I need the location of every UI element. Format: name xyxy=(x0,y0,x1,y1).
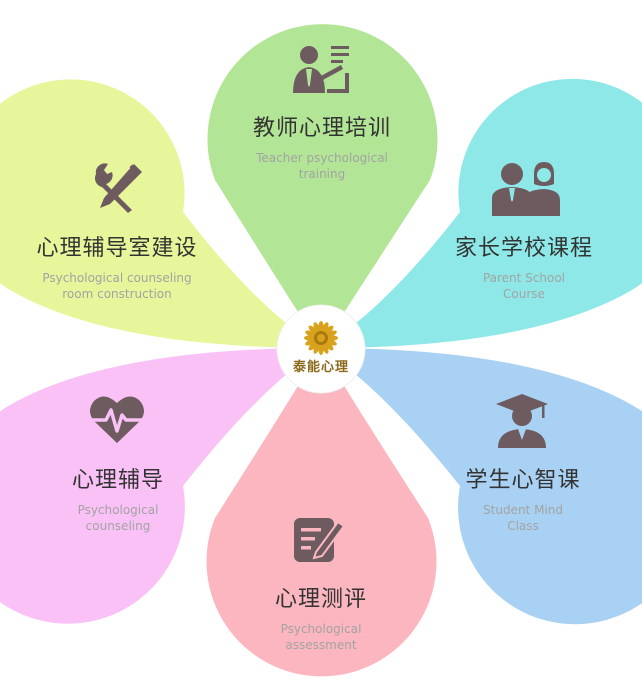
sunflower-petal xyxy=(324,341,334,351)
parents-couple-icon xyxy=(492,162,560,216)
petal-counseling-text: 心理辅导 Psychological counseling xyxy=(18,462,218,534)
assessment-subtitle-line1: Psychological xyxy=(280,622,362,636)
counseling-subtitle: Psychological counseling xyxy=(18,502,218,534)
sunflower-petal xyxy=(305,338,317,346)
parent-subtitle-line1: Parent School xyxy=(482,271,566,285)
petal-counseling xyxy=(0,348,321,624)
room-subtitle: Psychological counseling room constructi… xyxy=(14,270,220,302)
teacher-subtitle-line1: Teacher psychological xyxy=(256,151,388,165)
sunflower-petal xyxy=(321,322,329,334)
room-subtitle-line2: room construction xyxy=(62,287,172,301)
petal-parent-text: 家长学校课程 Parent School Course xyxy=(421,230,627,302)
sunflower-petal xyxy=(313,322,321,334)
teacher-subtitle-line2: training xyxy=(298,167,346,181)
petal-teacher-text: 教师心理培训 Teacher psychological training xyxy=(215,110,429,182)
room-subtitle-line1: Psychological counseling xyxy=(42,271,192,285)
petal-student-text: 学生心智课 Student Mind Class xyxy=(422,462,624,534)
petal-room-construction xyxy=(0,79,321,348)
petal-teacher-training xyxy=(207,24,438,348)
petal-assessment xyxy=(206,348,437,677)
petal-room-text: 心理辅导室建设 Psychological counseling room co… xyxy=(14,230,220,302)
parent-subtitle: Parent School Course xyxy=(421,270,627,302)
center-logo xyxy=(276,304,366,394)
edit-checklist-icon xyxy=(294,518,346,562)
counseling-title: 心理辅导 xyxy=(71,468,164,493)
sunflower-petal xyxy=(325,338,337,346)
parent-title: 家长学校课程 xyxy=(454,236,593,261)
center-logo-text: 泰能心理 xyxy=(292,360,349,375)
wrench-pencil-tools-icon xyxy=(94,163,142,213)
petal-parent-school xyxy=(321,78,642,348)
counseling-subtitle-line1: Psychological xyxy=(77,503,159,517)
sunflower-petal xyxy=(321,342,329,354)
assessment-subtitle: Psychological assessment xyxy=(219,621,423,653)
room-title: 心理辅导室建设 xyxy=(36,236,198,261)
graduate-student-icon xyxy=(496,394,548,448)
assessment-title: 心理测评 xyxy=(274,587,367,612)
parent-subtitle-line2: Course xyxy=(503,287,545,301)
teacher-subtitle: Teacher psychological training xyxy=(215,150,429,182)
assessment-subtitle-line2: assessment xyxy=(285,638,357,652)
petal-assessment-text: 心理测评 Psychological assessment xyxy=(219,581,423,653)
student-subtitle: Student Mind Class xyxy=(422,502,624,534)
sunflower-petal xyxy=(308,341,318,351)
sunflower-petal xyxy=(324,325,334,335)
heartbeat-icon xyxy=(90,396,144,443)
sunflower-petal xyxy=(305,330,317,338)
sunflower-icon xyxy=(304,321,338,355)
student-title: 学生心智课 xyxy=(465,468,581,493)
teacher-presenting-icon xyxy=(293,46,349,93)
student-subtitle-line1: Student Mind xyxy=(483,503,563,517)
petal-student-mind xyxy=(321,348,642,625)
sunflower-petal xyxy=(313,342,321,354)
sunflower-petal xyxy=(325,330,337,338)
counseling-subtitle-line2: counseling xyxy=(85,519,151,533)
sunflower-petal xyxy=(308,325,318,335)
student-subtitle-line2: Class xyxy=(507,519,539,533)
teacher-title: 教师心理培训 xyxy=(252,116,391,141)
